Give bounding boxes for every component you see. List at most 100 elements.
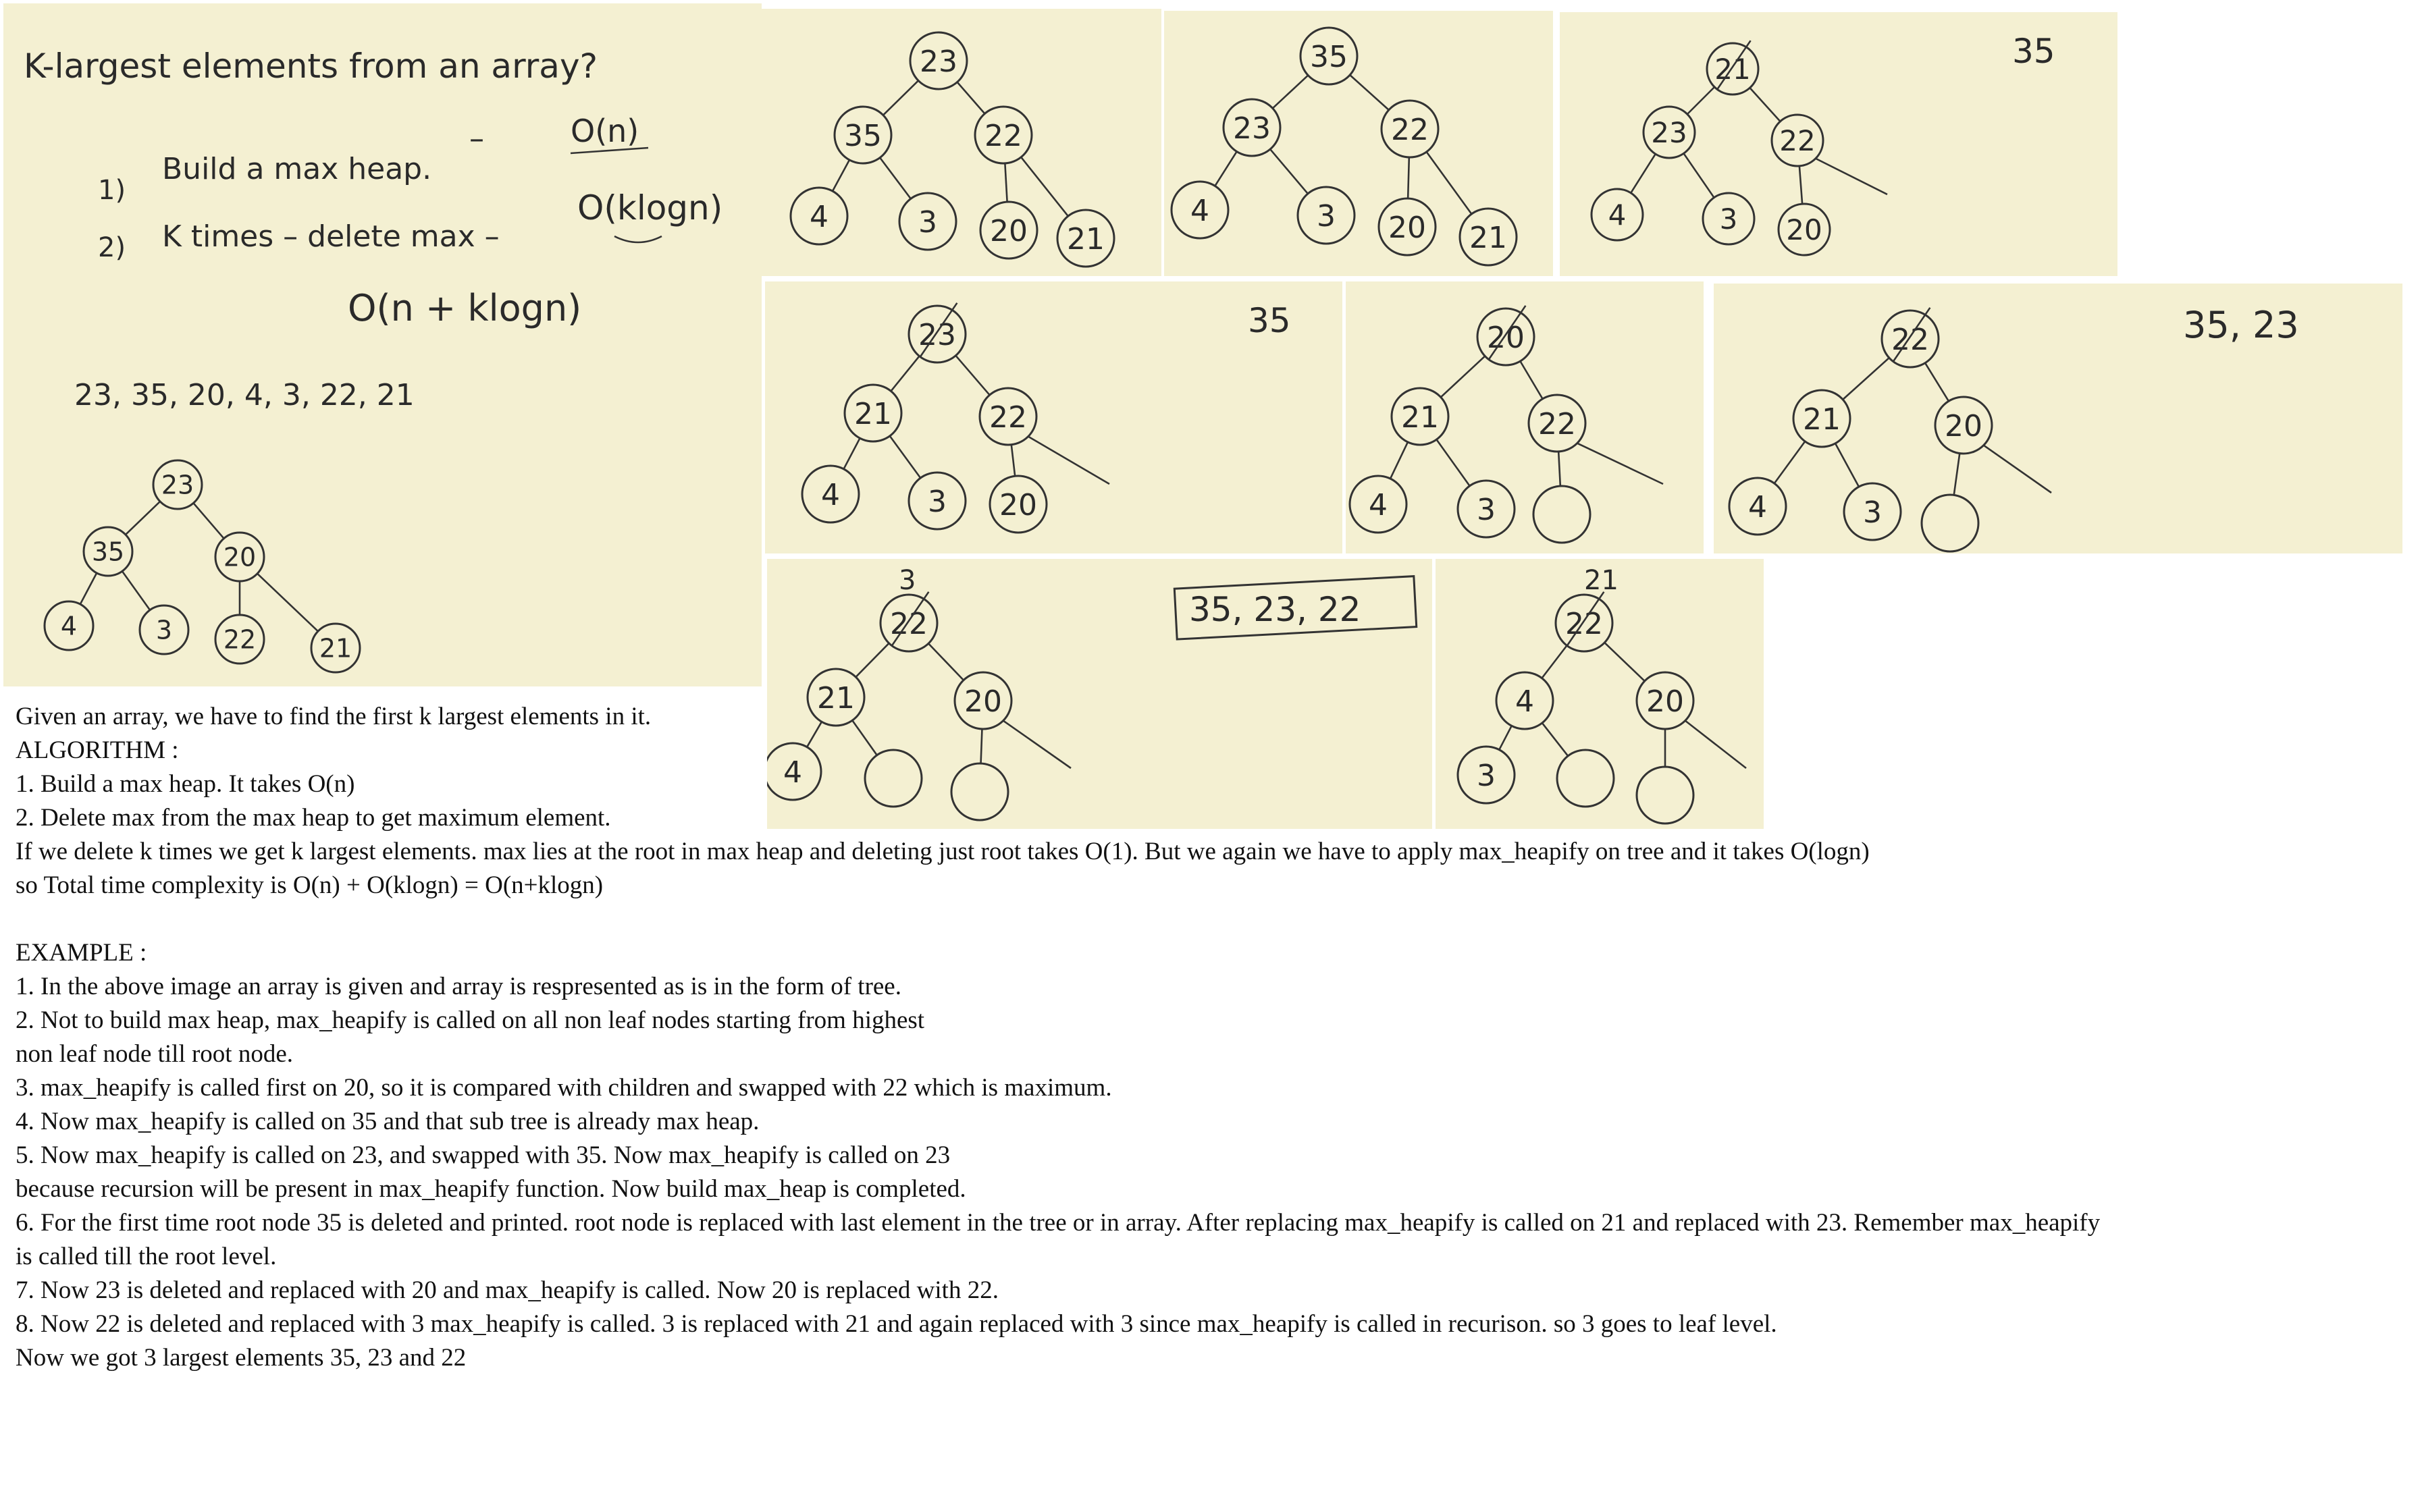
frame-1-node-circle xyxy=(789,186,849,246)
frame-2-node-circle xyxy=(1222,98,1282,157)
frame-7-annotation: 3 xyxy=(899,565,916,596)
notes-tree-node-circle xyxy=(82,526,134,577)
notes-tree-edge xyxy=(79,572,98,605)
frame-6-node-label: 3 xyxy=(1863,495,1882,530)
frame-7-node-circle xyxy=(767,742,822,801)
frame-1-edge xyxy=(831,159,851,192)
frame-8-node-circle xyxy=(1554,593,1614,653)
frame-2-node-label: 21 xyxy=(1469,221,1507,255)
frame-1-node-circle xyxy=(898,192,957,251)
frame-8-edge xyxy=(1604,642,1646,682)
frame-4-node-circle xyxy=(843,383,903,443)
frame-8-edge xyxy=(1498,725,1512,751)
frame-7-output: 35, 23, 22 xyxy=(1189,590,1361,629)
frame-5-node-label: 3 xyxy=(1477,493,1496,527)
frame-2-node-label: 22 xyxy=(1391,113,1429,147)
frame-6-root-strike xyxy=(1892,307,1931,362)
step2-brace xyxy=(614,235,662,244)
total-complexity: O(n + klogn) xyxy=(348,287,581,329)
frame-8-node-label: 22 xyxy=(1565,607,1603,641)
frame-1-edge xyxy=(956,81,986,115)
algorithm-step-2: 2. Delete max from the max heap to get m… xyxy=(16,804,611,832)
frame-3-root-strike xyxy=(1716,40,1752,90)
frame-4-node-label: 4 xyxy=(821,478,840,512)
notes-tree-node-label: 20 xyxy=(223,543,256,572)
example-step-8: 8. Now 22 is deleted and replaced with 3… xyxy=(16,1310,1777,1338)
frame-3-node-circle xyxy=(1642,105,1696,159)
frame-5-empty-node-circle xyxy=(1532,485,1592,544)
frame-5-node-circle xyxy=(1476,307,1535,367)
frame-2-node-circle xyxy=(1170,180,1230,240)
frame-8-empty-node-circle xyxy=(1556,749,1615,808)
example-step-1: 1. In the above image an array is given … xyxy=(16,973,901,1000)
frame-5-edge xyxy=(1557,451,1562,487)
frame-4-node-label: 21 xyxy=(854,397,892,431)
frame-2-node-circle xyxy=(1296,186,1356,245)
frame-4-node-label: 3 xyxy=(928,485,947,519)
frame-7-edge xyxy=(806,721,823,748)
frame-7-node-label: 21 xyxy=(817,681,855,716)
frame-7-node-label: 4 xyxy=(783,755,802,790)
frame-3-stub-edge xyxy=(1815,157,1888,196)
frame-6-node-circle xyxy=(1880,309,1940,369)
frame-5-node-label: 4 xyxy=(1369,488,1388,522)
frame-2-node-circle xyxy=(1458,207,1518,267)
frame-8-edge xyxy=(1541,645,1568,679)
frame-2-node-circle xyxy=(1299,26,1359,86)
frame-6-edge xyxy=(1834,443,1860,487)
frame-5-node-label: 21 xyxy=(1401,400,1439,435)
heap-frame-5: 20 21 22 4 3 xyxy=(1346,281,1704,554)
notes-tree-node-circle xyxy=(214,531,265,583)
frame-8-node-label: 3 xyxy=(1477,759,1496,793)
frame-5-node-label: 22 xyxy=(1538,407,1576,441)
example-heading: EXAMPLE : xyxy=(16,939,147,967)
frame-7-stub-edge xyxy=(1002,720,1072,770)
frame-8-node-circle xyxy=(1635,671,1695,730)
algorithm-complexity: so Total time complexity is O(n) + O(klo… xyxy=(16,871,604,899)
frame-6-node-label: 20 xyxy=(1945,409,1982,443)
frame-3-node-label: 22 xyxy=(1779,124,1815,157)
frame-3-node-circle xyxy=(1770,113,1824,167)
frame-5-node-circle xyxy=(1390,387,1450,446)
conclusion-line: Now we got 3 largest elements 35, 23 and… xyxy=(16,1344,467,1372)
frame-5-node-circle xyxy=(1348,475,1408,534)
frame-2-node-label: 20 xyxy=(1388,211,1426,245)
frame-4-output: 35 xyxy=(1248,301,1291,340)
algorithm-heading: ALGORITHM : xyxy=(16,736,179,764)
algorithm-step-1: 1. Build a max heap. It takes O(n) xyxy=(16,770,355,798)
step1-cost-underline xyxy=(570,146,649,155)
step1-num: 1) xyxy=(98,175,126,206)
notes-tree-node-label: 21 xyxy=(319,634,352,664)
frame-4-node-label: 22 xyxy=(989,400,1027,435)
frame-6-edge xyxy=(1953,453,1961,495)
frame-6-node-circle xyxy=(1934,396,1993,455)
frame-1-node-circle xyxy=(833,105,893,165)
frame-2-edge xyxy=(1406,157,1411,199)
frame-3-node-label: 21 xyxy=(1714,53,1750,86)
notes-tree-node-label: 3 xyxy=(156,616,172,645)
frame-4-node-label: 20 xyxy=(999,488,1037,522)
frame-3-edge xyxy=(1798,165,1804,205)
frame-7-edge xyxy=(855,643,890,678)
notes-tree-edge xyxy=(125,501,161,535)
frame-5-node-label: 20 xyxy=(1487,321,1525,355)
frame-5-root-strike xyxy=(1488,305,1527,360)
step2-num: 2) xyxy=(98,232,126,263)
example-step-7: 7. Now 23 is deleted and replaced with 2… xyxy=(16,1276,999,1304)
frame-2-node-label: 23 xyxy=(1233,111,1271,146)
frame-5-edge xyxy=(1436,439,1471,487)
frame-7-root-strike xyxy=(891,591,930,647)
intro-line: Given an array, we have to find the firs… xyxy=(16,703,652,730)
frame-3-edge xyxy=(1683,153,1715,198)
notes-tree-edge xyxy=(257,572,319,632)
frame-8-node-label: 4 xyxy=(1515,684,1534,719)
frame-6-edge xyxy=(1773,441,1806,484)
notes-tree-node-label: 35 xyxy=(92,537,124,567)
frame-3-node-circle xyxy=(1590,188,1644,242)
notes-title: K-largest elements from an array? xyxy=(24,47,598,86)
